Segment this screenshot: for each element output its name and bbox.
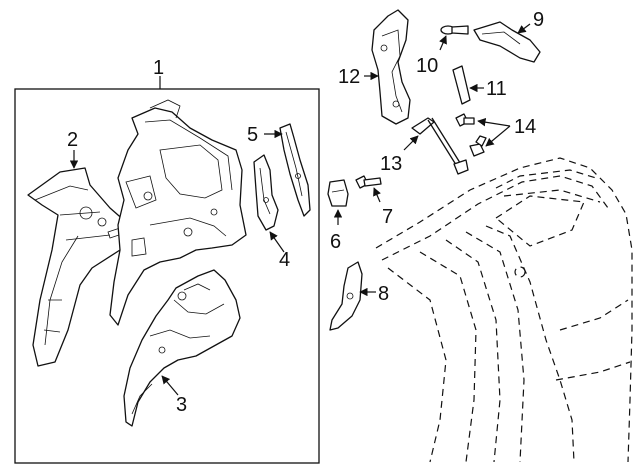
part-10-pushpin xyxy=(440,25,469,35)
part-11-seal xyxy=(452,65,471,105)
leader-9 xyxy=(517,23,531,34)
leader-7 xyxy=(373,187,381,203)
callout-10: 10 xyxy=(416,55,438,77)
part-14-bolts xyxy=(455,113,487,157)
part-13-strut xyxy=(411,117,469,175)
leader-3 xyxy=(161,375,179,396)
part-7-bolt xyxy=(355,175,382,189)
part-12-pillar-bracket xyxy=(371,9,411,125)
callout-1: 1 xyxy=(153,57,164,79)
callout-14: 14 xyxy=(514,116,536,138)
leader-14a xyxy=(477,118,511,127)
callout-8: 8 xyxy=(378,283,389,305)
part-2-pillar-panel xyxy=(27,167,133,367)
part-3-wheelhouse-liner xyxy=(123,269,241,427)
leader-14b xyxy=(485,125,511,147)
part-9-bracket xyxy=(473,21,541,63)
leader-4 xyxy=(269,231,285,253)
leader-10 xyxy=(439,35,447,51)
quarter-panel-outline xyxy=(375,157,633,463)
callout-4: 4 xyxy=(279,249,290,271)
assembly-box xyxy=(14,88,320,464)
callout-6: 6 xyxy=(330,231,341,253)
part-5-bracket xyxy=(279,123,311,217)
callout-2: 2 xyxy=(67,129,78,151)
part-8-bracket xyxy=(329,261,363,331)
leader-13 xyxy=(403,135,419,151)
part-4-reinforcement xyxy=(253,154,279,231)
part-1-wheelhouse-assembly xyxy=(109,99,247,326)
callout-9: 9 xyxy=(533,9,544,31)
callout-12: 12 xyxy=(338,66,360,88)
callout-7: 7 xyxy=(382,206,393,228)
part-6-clip xyxy=(327,179,349,207)
callout-5: 5 xyxy=(247,124,258,146)
callout-13: 13 xyxy=(380,153,402,175)
callout-3: 3 xyxy=(176,394,187,416)
callout-11: 11 xyxy=(486,78,507,100)
